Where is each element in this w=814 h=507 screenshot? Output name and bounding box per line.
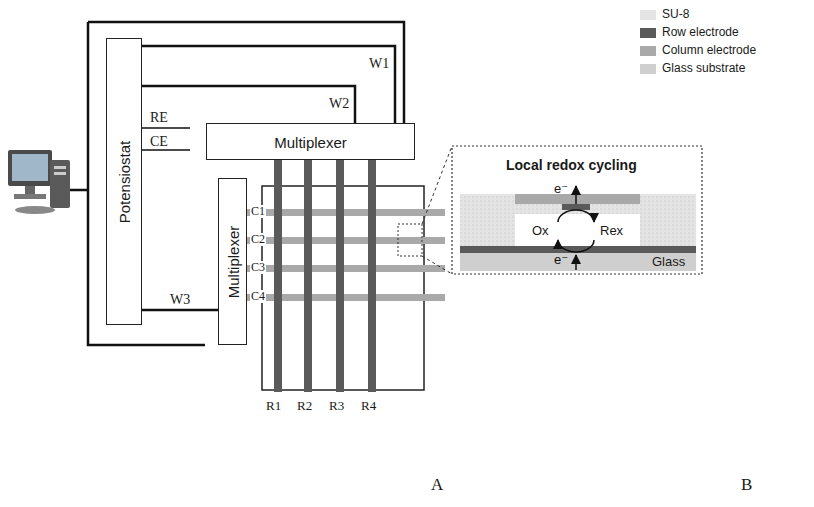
row-electrodes <box>274 160 376 392</box>
potentiostat-box: Potensiostat <box>106 38 142 325</box>
wire-label: W3 <box>170 292 190 307</box>
inset-frame <box>452 146 702 274</box>
multiplexer-box: Multiplexer <box>218 178 247 345</box>
column-name: C3 <box>250 261 266 274</box>
legend-swatch <box>640 28 656 38</box>
legend-swatch <box>640 64 656 74</box>
electron-label: e⁻ <box>554 182 568 196</box>
panel-letter: A <box>431 476 443 495</box>
column-name: C4 <box>250 290 266 303</box>
box-label: Multiplexer <box>274 133 347 150</box>
row-name: R3 <box>329 399 344 413</box>
wire-label: W2 <box>329 96 349 111</box>
electrode-name: RE <box>150 110 168 125</box>
electron-label: e⁻ <box>554 253 568 267</box>
box-label: Potensiostat <box>116 140 133 223</box>
row-name: R1 <box>266 399 281 413</box>
electrode-name: CE <box>150 134 168 149</box>
wire <box>142 309 218 312</box>
electrode-lead <box>142 128 190 150</box>
wire <box>142 86 355 123</box>
wire <box>142 46 395 123</box>
wire-label: W1 <box>369 56 389 71</box>
selection-box <box>398 224 422 256</box>
row-name: R4 <box>361 399 376 413</box>
inset-title: Local redox cycling <box>506 158 637 173</box>
column-name: C1 <box>250 205 266 218</box>
row-name: R2 <box>297 399 312 413</box>
zoom-lines <box>422 146 452 274</box>
species-label: Rex <box>600 224 623 238</box>
multiplexer-box: Multiplexer <box>206 123 415 160</box>
legend-text: Row electrode <box>662 26 739 39</box>
species-label: Ox <box>532 224 549 238</box>
legend-swatch <box>640 46 656 56</box>
legend-text: SU-8 <box>662 8 689 21</box>
cross-section <box>460 186 696 271</box>
panel-letter: B <box>741 476 752 495</box>
legend-swatch <box>640 10 656 20</box>
legend-text: Column electrode <box>662 44 756 57</box>
layer-name: Glass <box>652 255 685 269</box>
box-label: Multiplexer <box>224 225 241 298</box>
legend-text: Glass substrate <box>662 62 745 75</box>
computer-icon <box>8 150 70 214</box>
column-name: C2 <box>250 233 266 246</box>
